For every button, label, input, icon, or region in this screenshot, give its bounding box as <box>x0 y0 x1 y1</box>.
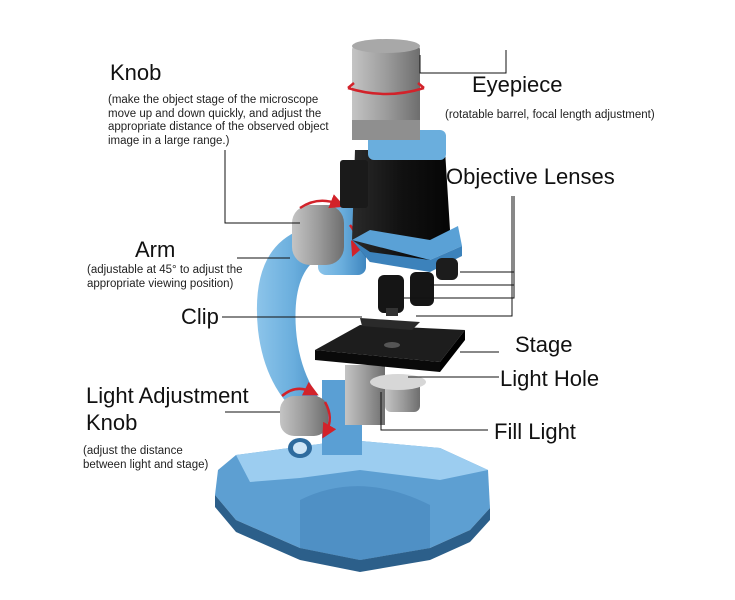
label-knob-note: (make the object stage of the microscope… <box>108 94 329 147</box>
label-eyepiece-title: Eyepiece <box>472 72 563 97</box>
stage-support <box>345 365 385 425</box>
eyepiece <box>347 39 425 140</box>
label-fill-light-title: Fill Light <box>494 419 576 444</box>
label-light-adjustment-knob-title-1: Light Adjustment <box>86 383 249 408</box>
label-arm-note: (adjustable at 45° to adjust the appropr… <box>87 264 243 290</box>
label-objective-lenses-title: Objective Lenses <box>446 164 615 189</box>
leader-lines <box>222 50 515 431</box>
label-light-adjustment-knob-title-2: Knob <box>86 410 138 435</box>
light-adjustment-knob <box>280 396 328 436</box>
label-arm-title: Arm <box>135 237 176 262</box>
label-eyepiece-note: (rotatable barrel, focal length adjustme… <box>445 109 655 121</box>
objective-lenses <box>378 258 458 316</box>
label-clip-title: Clip <box>181 304 219 329</box>
microscope-arm <box>256 230 330 420</box>
label-stage-title: Stage <box>515 332 573 357</box>
stage-clip <box>360 318 420 330</box>
label-light-hole-title: Light Hole <box>500 366 600 391</box>
microscope-stage <box>315 325 465 372</box>
label-knob-title: Knob <box>110 60 162 85</box>
focus-knob <box>292 205 344 265</box>
label-light-adjustment-knob-note: (adjust the distance between light and s… <box>83 445 209 471</box>
